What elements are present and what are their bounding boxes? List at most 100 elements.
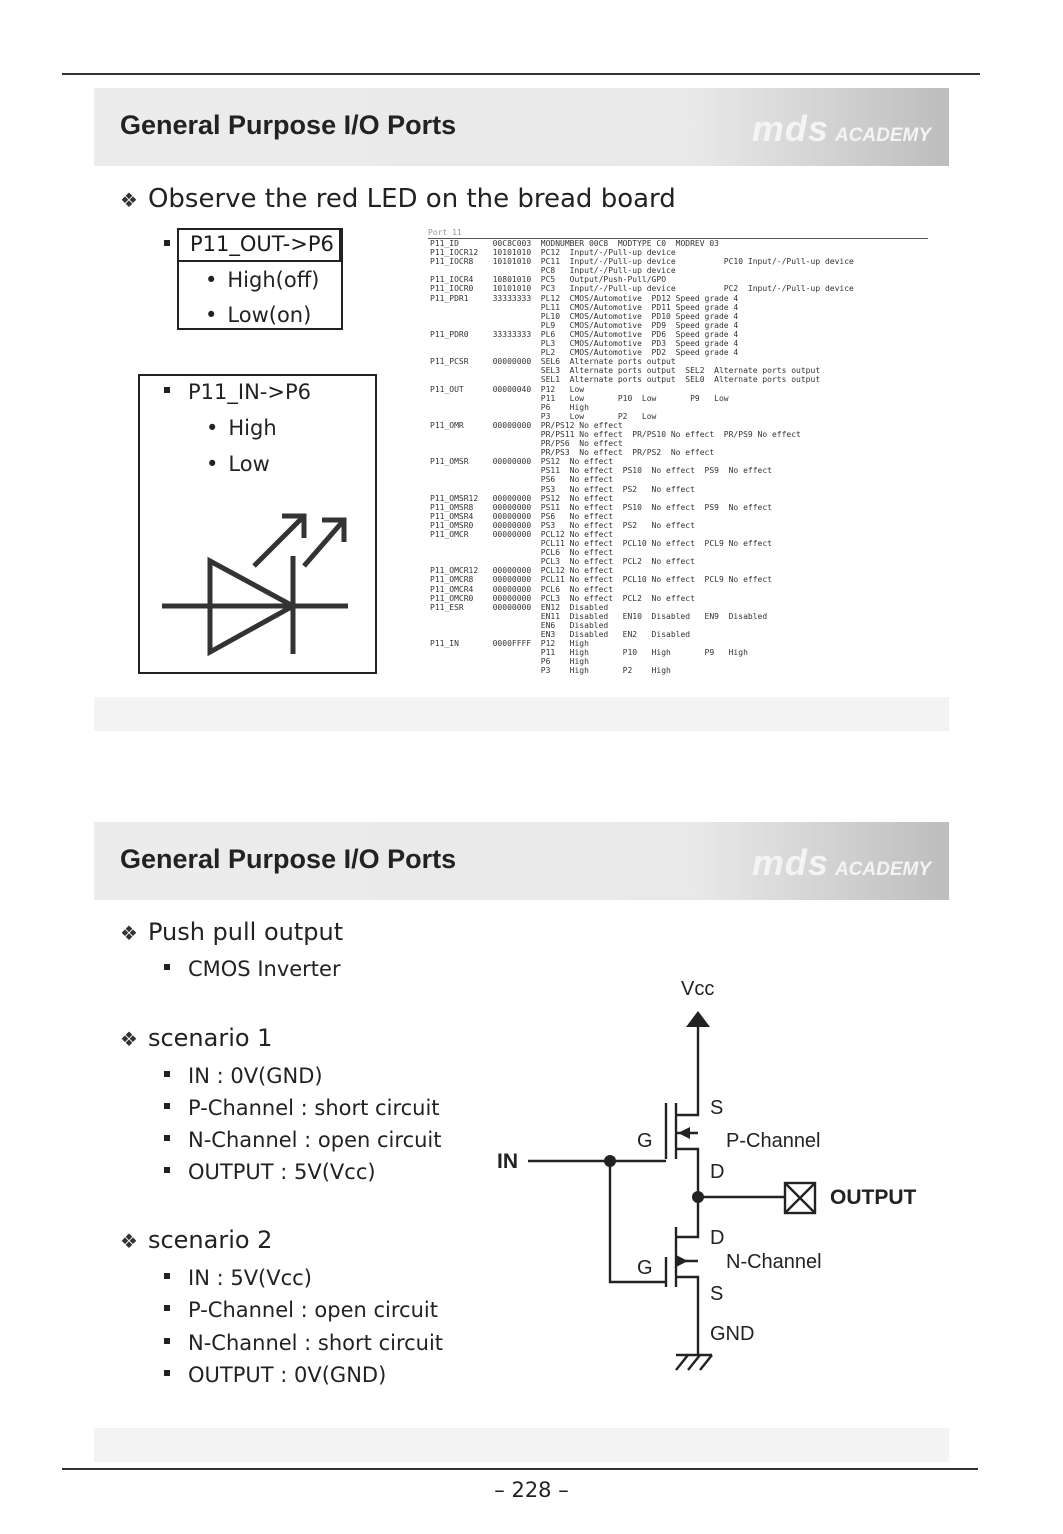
dump-row: PC8 Input/-/Pull-up device xyxy=(430,266,676,276)
dump-row: P11_IOCR8 10101010 PC11 Input/-/Pull-up … xyxy=(430,257,854,267)
slide1-title: General Purpose I/O Ports xyxy=(120,110,457,140)
in-label: IN xyxy=(497,1150,518,1173)
dump-row: P11_OMCR12 00000000 PCL12 No effect xyxy=(430,566,614,576)
gnd-label: GND xyxy=(710,1323,755,1345)
dump-row: PCL3 No effect PCL2 No effect xyxy=(430,557,695,567)
gate-n-label: G xyxy=(637,1257,653,1279)
dump-row: P11_OMSR4 00000000 PS6 No effect xyxy=(430,511,614,521)
dump-row: P11_PDR1 33333333 PL12 CMOS/Automotive P… xyxy=(430,293,739,303)
dump-row: P11_OMCR4 00000000 PCL6 No effect xyxy=(430,584,614,594)
dump-row: PL10 CMOS/Automotive PD10 Speed grade 4 xyxy=(430,311,739,321)
page-number: – 228 – xyxy=(494,1478,569,1502)
dump-rows: P11_ID 00C8C003 MODNUMBER 00C8 MODTYPE C… xyxy=(430,239,930,676)
dump-row: EN6 Disabled xyxy=(430,620,609,630)
scenario1-item-2: P-Channel : short circuit xyxy=(164,1096,440,1120)
dump-row: P11_OMCR8 00000000 PCL11 No effect PCL10… xyxy=(430,575,772,585)
vcc-label: Vcc xyxy=(681,978,715,1000)
slide2-footer-band xyxy=(94,1428,949,1462)
dump-row: P3 High P2 High xyxy=(430,666,671,676)
dump-row: PCL11 No effect PCL10 No effect PCL9 No … xyxy=(430,539,772,549)
dump-row: PS11 No effect PS10 No effect PS9 No eff… xyxy=(430,466,772,476)
dump-row: P11_OMCR 00000000 PCL12 No effect xyxy=(430,530,614,539)
n-channel-label: N-Channel xyxy=(726,1251,822,1273)
dump-row: PCL6 No effect xyxy=(430,548,614,558)
dump-row: SEL1 Alternate ports output SEL0 Alterna… xyxy=(430,375,821,385)
dump-row: P11_IOCR12 10101010 PC12 Input/-/Pull-up… xyxy=(430,248,676,258)
dump-row: P11_OMSR0 00000000 PS3 No effect PS2 No … xyxy=(430,520,695,530)
scenario2-heading: ❖scenario 2 xyxy=(120,1226,273,1254)
out-label-box xyxy=(177,228,341,262)
dump-row: PS3 No effect PS2 No effect xyxy=(430,484,695,494)
dump-row: P11_OMCR0 00000000 PCL3 No effect PCL2 N… xyxy=(430,593,695,603)
dump-row: P11_IN 0000FFFF P12 High xyxy=(430,639,589,649)
drain-p-label: D xyxy=(710,1161,725,1183)
out-square-bullet-icon xyxy=(164,233,188,257)
dump-row: PL9 CMOS/Automotive PD9 Speed grade 4 xyxy=(430,320,739,330)
slide2-title: General Purpose I/O Ports xyxy=(120,844,457,874)
scenario1-item-4: OUTPUT : 5V(Vcc) xyxy=(164,1160,376,1184)
dump-row: P6 High xyxy=(430,402,589,412)
dump-row: P11_IOCR4 10801010 PC5 Output/Push-Pull/… xyxy=(430,275,667,285)
source-n-label: S xyxy=(710,1283,724,1305)
drain-n-label: D xyxy=(710,1227,725,1249)
dump-row: P11_OMSR12 00000000 PS12 No effect xyxy=(430,493,614,503)
dump-row: PL3 CMOS/Automotive PD3 Speed grade 4 xyxy=(430,339,739,349)
dump-row: PS6 No effect xyxy=(430,475,614,485)
in-label: P11_IN->P6 xyxy=(164,380,311,404)
gate-p-label: G xyxy=(637,1130,653,1152)
in-box: P11_IN->P6 •High •Low xyxy=(138,374,377,674)
dump-row: PR/PS11 No effect PR/PS10 No effect PR/P… xyxy=(430,429,801,439)
in-item-low: •Low xyxy=(206,452,270,476)
dump-row: P11_IOCR0 10101010 PC3 Input/-/Pull-up d… xyxy=(430,284,854,294)
dump-row: P11_PCSR 00000000 SEL6 Alternate ports o… xyxy=(430,357,676,367)
cmos-inverter-item: CMOS Inverter xyxy=(164,957,341,981)
dump-row: P11_ID 00C8C003 MODNUMBER 00C8 MODTYPE C… xyxy=(430,239,719,248)
dump-row: P11_OMSR8 00000000 PS11 No effect PS10 N… xyxy=(430,502,772,512)
slide1-heading: ❖Observe the red LED on the bread board xyxy=(120,184,676,214)
dump-row: P11_ESR 00000000 EN12 Disabled xyxy=(430,602,609,612)
dump-row: P11 Low P10 Low P9 Low xyxy=(430,393,729,403)
led-symbol-icon xyxy=(162,513,348,656)
out-item-low: •Low(on) xyxy=(205,303,312,327)
scenario1-item-1: IN : 0V(GND) xyxy=(164,1064,323,1088)
source-p-label: S xyxy=(710,1097,724,1119)
out-label: P11_OUT->P6 xyxy=(190,232,334,256)
scenario1-item-3: N-Channel : open circuit xyxy=(164,1128,442,1152)
register-dump: Port 11 P11_ID 00C8C003 MODNUMBER 00C8 M… xyxy=(428,228,928,680)
diamond-bullet-icon: ❖ xyxy=(120,188,138,212)
scenario1-heading: ❖scenario 1 xyxy=(120,1024,273,1052)
scenario2-item-4: OUTPUT : 0V(GND) xyxy=(164,1363,386,1387)
out-item-high: •High(off) xyxy=(205,268,320,292)
dump-row: P11_OUT 00000040 P12 Low xyxy=(430,384,585,394)
dump-row: SEL3 Alternate ports output SEL2 Alterna… xyxy=(430,366,821,376)
push-pull-heading: ❖Push pull output xyxy=(120,918,344,946)
dump-row: PL2 CMOS/Automotive PD2 Speed grade 4 xyxy=(430,348,739,358)
dump-row: P11_PDR0 33333333 PL6 CMOS/Automotive PD… xyxy=(430,329,739,339)
top-rule xyxy=(62,73,980,75)
diamond-bullet-icon: ❖ xyxy=(120,1027,138,1051)
scenario2-item-3: N-Channel : short circuit xyxy=(164,1331,443,1355)
in-item-high: •High xyxy=(206,416,277,440)
bottom-rule xyxy=(62,1468,978,1470)
diamond-bullet-icon: ❖ xyxy=(120,921,138,945)
cmos-inverter-circuit xyxy=(528,1011,817,1371)
out-box: P11_OUT->P6 •High(off) •Low(on) xyxy=(177,228,343,330)
dump-row: PR/PS3 No effect PR/PS2 No effect xyxy=(430,448,715,458)
p-channel-label: P-Channel xyxy=(726,1130,821,1152)
output-label: OUTPUT xyxy=(830,1186,917,1209)
dump-row: P3 Low P2 Low xyxy=(430,411,657,421)
dump-header-rule xyxy=(428,238,928,239)
dump-row: P11_OMSR 00000000 PS12 No effect xyxy=(430,457,614,467)
dump-row: EN3 Disabled EN2 Disabled xyxy=(430,630,691,640)
dump-row: P6 High xyxy=(430,657,589,667)
slide1-footer-band xyxy=(94,697,949,731)
scenario2-item-1: IN : 5V(Vcc) xyxy=(164,1266,312,1290)
scenario2-item-2: P-Channel : open circuit xyxy=(164,1298,438,1322)
dump-row: EN11 Disabled EN10 Disabled EN9 Disabled xyxy=(430,611,768,621)
dump-row: P11 High P10 High P9 High xyxy=(430,648,748,658)
dump-header: Port 11 xyxy=(428,228,462,237)
